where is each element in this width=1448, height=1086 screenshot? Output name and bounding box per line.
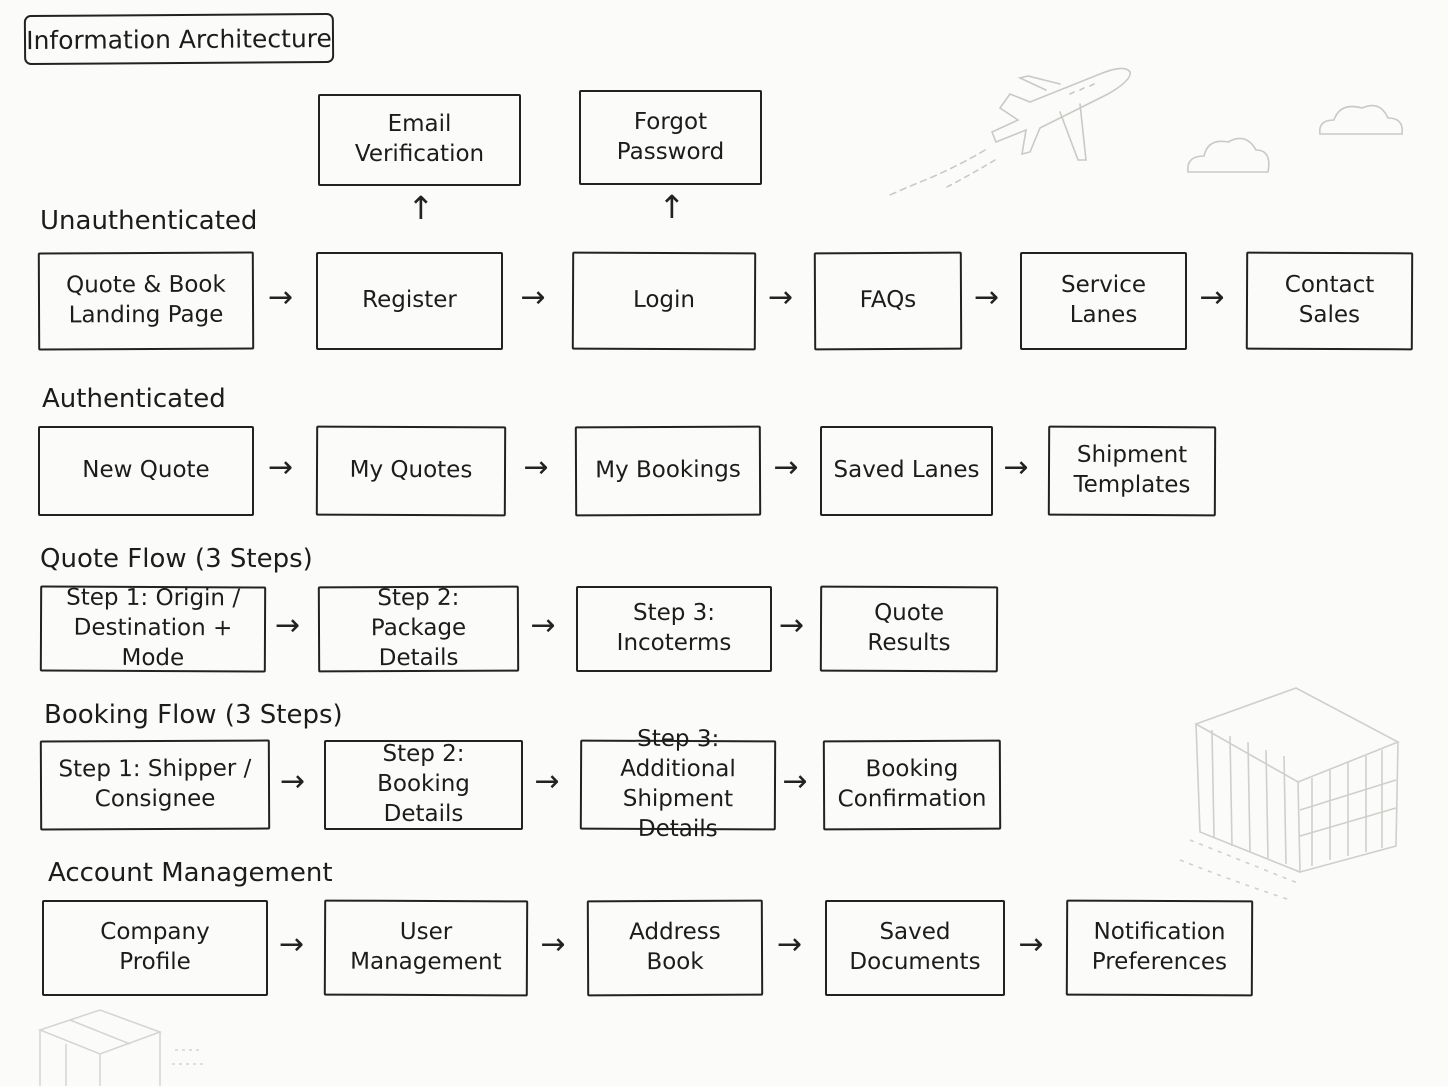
node-label: FAQs	[859, 286, 917, 314]
up-arrow-icon: ↑	[407, 189, 435, 227]
flow-arrow-icon: →	[974, 280, 1000, 315]
node-user-management: User Management	[323, 899, 529, 997]
node-shipment-templates: Shipment Templates	[1047, 425, 1217, 517]
node-step-2-booking-details: Step 2: Booking Details	[324, 740, 523, 830]
node-label: My Quotes	[349, 456, 473, 484]
section-label-authenticated: Authenticated	[42, 384, 226, 414]
flow-arrow-icon: →	[1199, 280, 1225, 315]
flow-arrow-icon: →	[530, 608, 556, 643]
node-label: New Quote	[82, 457, 210, 484]
node-quote-results: Quote Results	[819, 585, 999, 673]
flow-arrow-icon: →	[1003, 450, 1029, 485]
section-label-unauthenticated: Unauthenticated	[40, 206, 258, 236]
node-step-1-origin-destination-mode: Step 1: Origin / Destination + Mode	[39, 584, 267, 673]
node-company-profile: Company Profile	[42, 900, 268, 996]
section-label-quote-flow: Quote Flow (3 Steps)	[40, 544, 313, 574]
node-label: Address Book	[629, 918, 721, 976]
node-label: Booking Confirmation	[837, 755, 987, 813]
node-saved-lanes: Saved Lanes	[820, 426, 993, 516]
node-my-quotes: My Quotes	[315, 425, 507, 517]
node-label: Step 1: Shipper / Consignee	[58, 755, 252, 813]
flow-arrow-icon: →	[1018, 927, 1044, 962]
node-address-book: Address Book	[586, 899, 764, 997]
flow-arrow-icon: →	[782, 764, 808, 799]
node-label: Contact Sales	[1284, 271, 1375, 329]
node-new-quote: New Quote	[38, 426, 254, 516]
flow-arrow-icon: →	[279, 927, 305, 962]
node-label: Step 2: Booking Details	[377, 741, 470, 827]
node-quote-book-landing-page: Quote & Book Landing Page	[37, 251, 255, 351]
flow-arrow-icon: →	[777, 927, 803, 962]
section-label-booking-flow: Booking Flow (3 Steps)	[44, 700, 343, 730]
flow-arrow-icon: →	[773, 450, 799, 485]
container-icon	[1179, 687, 1400, 901]
parcel-icon	[37, 1009, 205, 1086]
node-label: Forgot Password	[616, 108, 725, 165]
flow-arrow-icon: →	[268, 450, 294, 485]
up-arrow-icon: ↑	[658, 188, 686, 226]
node-my-bookings: My Bookings	[574, 425, 762, 517]
node-label: Email Verification	[354, 111, 485, 167]
flow-arrow-icon: →	[280, 764, 306, 799]
node-contact-sales: Contact Sales	[1245, 251, 1414, 351]
node-label: My Bookings	[595, 456, 741, 484]
node-label: Quote Results	[867, 599, 951, 657]
section-label-account-management: Account Management	[48, 858, 333, 888]
node-saved-documents: Saved Documents	[825, 900, 1005, 996]
node-label: Step 2: Package Details	[370, 584, 467, 672]
node-label: Login	[632, 286, 696, 314]
node-faqs: FAQs	[813, 251, 963, 351]
cloud-icon	[1187, 104, 1404, 173]
node-label: User Management	[350, 918, 502, 976]
node-label: Register	[362, 287, 457, 314]
flow-arrow-icon: →	[523, 450, 549, 485]
node-forgot-password: Forgot Password	[579, 90, 762, 185]
flow-arrow-icon: →	[779, 608, 805, 643]
node-label: Step 3: Additional Shipment Details	[620, 726, 736, 843]
node-register: Register	[316, 252, 503, 350]
node-label: Company Profile	[100, 919, 210, 975]
airplane-icon	[889, 67, 1131, 196]
node-label: Step 3: Incoterms	[616, 600, 732, 656]
node-label: Step 1: Origin / Destination + Mode	[66, 584, 241, 672]
flow-arrow-icon: →	[768, 280, 794, 315]
node-email-verification: Email Verification	[318, 94, 521, 186]
node-label: Quote & Book Landing Page	[65, 271, 226, 329]
node-label: Shipment Templates	[1073, 441, 1191, 499]
flow-arrow-icon: →	[540, 927, 566, 962]
node-notification-preferences: Notification Preferences	[1065, 899, 1254, 997]
node-step-3-additional-shipment-details: Step 3: Additional Shipment Details	[579, 726, 777, 842]
node-step-2-package-details: Step 2: Package Details	[317, 584, 520, 673]
node-step-3-incoterms: Step 3: Incoterms	[576, 586, 772, 672]
node-label: Service Lanes	[1060, 272, 1146, 328]
node-login: Login	[571, 251, 757, 351]
flow-arrow-icon: →	[268, 280, 294, 315]
diagram-title: Information Architecture	[23, 12, 335, 66]
flow-arrow-icon: →	[520, 280, 546, 315]
flow-arrow-icon: →	[275, 608, 301, 643]
node-booking-confirmation: Booking Confirmation	[822, 739, 1002, 831]
node-step-1-shipper-consignee: Step 1: Shipper / Consignee	[39, 739, 271, 831]
node-label: Notification Preferences	[1091, 918, 1228, 976]
flow-arrow-icon: →	[534, 764, 560, 799]
node-service-lanes: Service Lanes	[1020, 252, 1187, 350]
node-label: Saved Documents	[849, 919, 981, 975]
node-label: Saved Lanes	[833, 457, 980, 484]
